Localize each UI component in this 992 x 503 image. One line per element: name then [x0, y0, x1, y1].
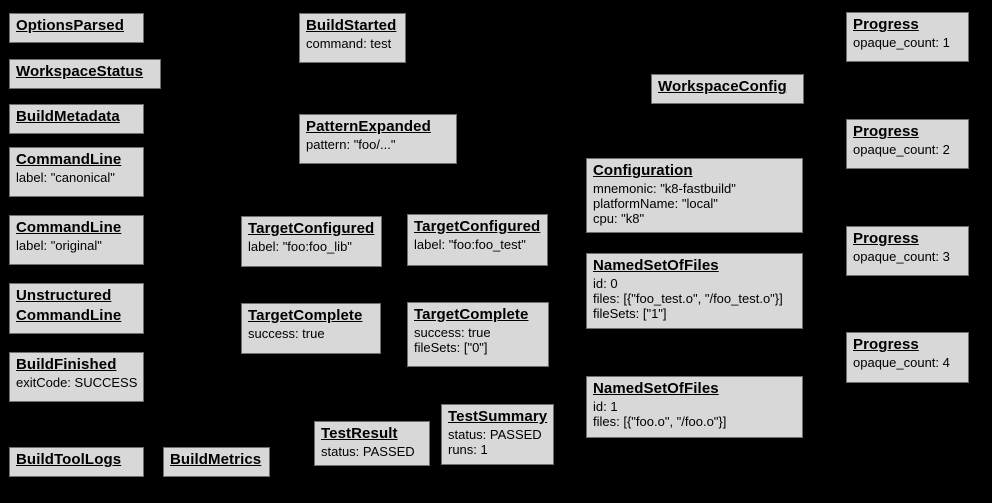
node-attribute: label: "foo:foo_lib" [248, 239, 352, 254]
node-attribute: label: "canonical" [16, 170, 115, 185]
node-title: TargetComplete [248, 307, 363, 324]
node-title: WorkspaceConfig [658, 78, 787, 95]
node-title: TargetComplete [414, 306, 529, 323]
node-targetcomplete-13: TargetComplete success: true [241, 303, 381, 354]
node-title: Progress [853, 336, 919, 353]
node-title: NamedSetOfFiles [593, 380, 719, 397]
node-title: BuildMetrics [170, 451, 262, 468]
node-title: Configuration [593, 162, 693, 179]
node-title: CommandLine [16, 219, 122, 236]
node-attribute: status: PASSED [321, 444, 415, 459]
node-testresult-15: TestResult status: PASSED [314, 421, 430, 466]
node-commandline-4: CommandLine label: "original" [9, 215, 144, 265]
node-patternexpanded-10: PatternExpanded pattern: "foo/..." [299, 114, 457, 164]
node-attribute: cpu: "k8" [593, 211, 645, 226]
node-attribute: opaque_count: 1 [853, 35, 950, 50]
node-title: BuildStarted [306, 17, 397, 34]
node-title: WorkspaceStatus [16, 63, 144, 80]
node-title: BuildToolLogs [16, 451, 122, 468]
node-buildfinished-6: BuildFinished exitCode: SUCCESS [9, 352, 144, 402]
node-title: TargetConfigured [414, 218, 541, 235]
node-optionsparsed-0: OptionsParsed [9, 13, 144, 43]
node-attribute: runs: 1 [448, 442, 488, 457]
node-attribute: opaque_count: 4 [853, 355, 950, 370]
node-title: NamedSetOfFiles [593, 257, 719, 274]
node-attribute: files: [{"foo_test.o", "/foo_test.o"}] [593, 291, 783, 306]
node-progress-24: Progress opaque_count: 4 [846, 332, 969, 383]
node-title: BuildMetadata [16, 108, 120, 125]
node-progress-21: Progress opaque_count: 1 [846, 12, 969, 62]
node-attribute: opaque_count: 2 [853, 142, 950, 157]
node-progress-23: Progress opaque_count: 3 [846, 226, 969, 276]
node-attribute: label: "foo:foo_test" [414, 237, 526, 252]
node-title: TestResult [321, 425, 398, 442]
node-attribute: pattern: "foo/..." [306, 137, 396, 152]
node-unstructured-commandline-5: Unstructured CommandLine [9, 283, 144, 334]
node-title: Progress [853, 123, 919, 140]
node-attribute: success: true [414, 325, 491, 340]
node-attribute: id: 1 [593, 399, 618, 414]
node-attribute: exitCode: SUCCESS [16, 375, 138, 390]
node-buildtoollogs-7: BuildToolLogs [9, 447, 144, 477]
node-attribute: platformName: "local" [593, 196, 718, 211]
node-targetconfigured-12: TargetConfigured label: "foo:foo_test" [407, 214, 548, 266]
node-configuration-18: Configuration mnemonic: "k8-fastbuild"pla… [586, 158, 803, 233]
node-attribute: mnemonic: "k8-fastbuild" [593, 181, 736, 196]
node-buildmetadata-2: BuildMetadata [9, 104, 144, 134]
node-title: BuildFinished [16, 356, 117, 373]
node-buildmetrics-8: BuildMetrics [163, 447, 270, 477]
node-attribute: status: PASSED [448, 427, 542, 442]
node-attribute: success: true [248, 326, 325, 341]
node-attribute: fileSets: ["0"] [414, 340, 488, 355]
node-title: Unstructured CommandLine [16, 287, 122, 324]
node-attribute: id: 0 [593, 276, 618, 291]
node-attribute: files: [{"foo.o", "/foo.o"}] [593, 414, 727, 429]
node-workspaceconfig-17: WorkspaceConfig [651, 74, 804, 104]
node-title: Progress [853, 16, 919, 33]
node-attribute: command: test [306, 36, 392, 51]
node-attribute: label: "original" [16, 238, 102, 253]
node-attribute: fileSets: ["1"] [593, 306, 667, 321]
node-title: PatternExpanded [306, 118, 431, 135]
node-title: TestSummary [448, 408, 548, 425]
node-commandline-3: CommandLine label: "canonical" [9, 147, 144, 197]
node-title: Progress [853, 230, 919, 247]
node-workspacestatus-1: WorkspaceStatus [9, 59, 161, 89]
node-buildstarted-9: BuildStarted command: test [299, 13, 406, 63]
node-attribute: opaque_count: 3 [853, 249, 950, 264]
node-progress-22: Progress opaque_count: 2 [846, 119, 969, 169]
node-targetconfigured-11: TargetConfigured label: "foo:foo_lib" [241, 216, 382, 267]
node-title: CommandLine [16, 151, 122, 168]
node-title: TargetConfigured [248, 220, 375, 237]
node-title: OptionsParsed [16, 17, 124, 34]
